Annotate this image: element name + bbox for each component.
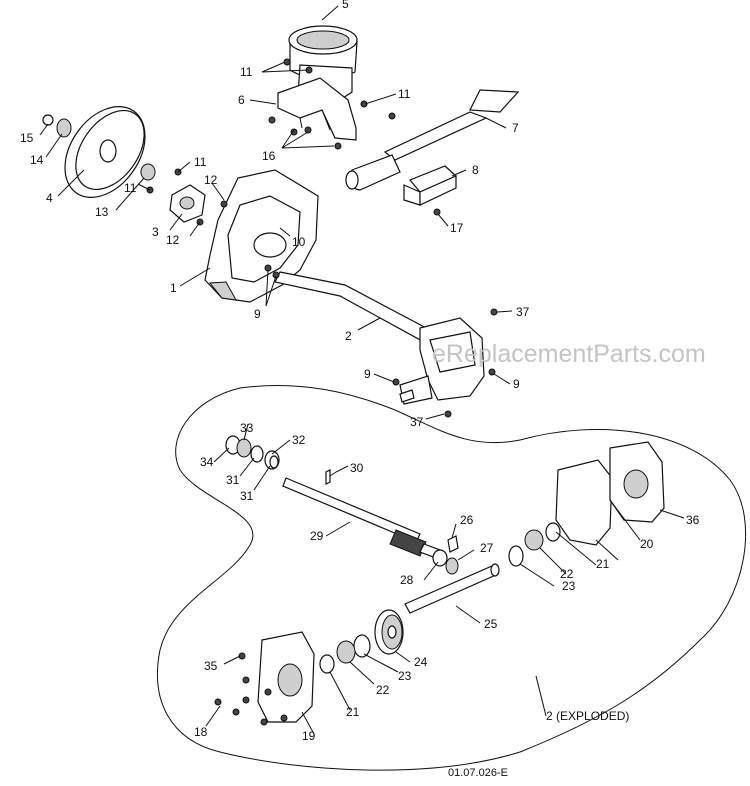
callout-17: 17 [450, 221, 464, 235]
callout-31: 31 [226, 473, 240, 487]
callout-29: 29 [310, 529, 324, 543]
callout-19: 19 [302, 729, 316, 743]
deflector-plate-part[interactable] [277, 77, 357, 141]
washer-28[interactable] [432, 549, 448, 567]
callout-21: 21 [346, 705, 360, 719]
washer-23a[interactable] [353, 634, 371, 658]
callout-11: 11 [240, 65, 253, 79]
callout-18: 18 [194, 725, 208, 739]
callout-22: 22 [376, 683, 390, 697]
output-shaft-part[interactable] [404, 563, 500, 614]
bearing-33[interactable] [236, 438, 252, 458]
key-26[interactable] [447, 535, 459, 553]
callout-32: 32 [292, 433, 306, 447]
callout-2: 2 [345, 329, 352, 343]
callout-9: 9 [254, 307, 261, 321]
gearbox-half-right[interactable] [609, 441, 665, 523]
callout-20: 20 [640, 537, 654, 551]
callout-11: 11 [398, 87, 411, 101]
nut-part[interactable] [42, 114, 54, 126]
callout-30: 30 [350, 461, 364, 475]
pin-30[interactable] [325, 469, 331, 485]
bushing-27[interactable] [445, 557, 459, 575]
callout-1: 1 [170, 281, 177, 295]
drawing-code: 01.07.026-E [448, 767, 508, 779]
gearbox-shaft-part[interactable] [274, 271, 485, 405]
callout-7: 7 [512, 121, 519, 135]
callout-15: 15 [20, 131, 34, 145]
callout-23: 23 [398, 669, 412, 683]
callout-28: 28 [400, 573, 414, 587]
bearing-flange-part[interactable] [169, 184, 206, 223]
callout-8: 8 [472, 163, 479, 177]
washer-23b[interactable] [508, 545, 524, 567]
callout-22: 22 [560, 567, 574, 581]
callout-37: 37 [410, 415, 424, 429]
callout-16: 16 [262, 149, 276, 163]
callout-24: 24 [414, 655, 428, 669]
pulley-part[interactable] [48, 92, 161, 213]
bushing-22b[interactable] [524, 529, 544, 551]
callout-11: 11 [124, 181, 137, 195]
callout-26: 26 [460, 513, 474, 527]
leader-lines [39, 5, 685, 735]
callout-labels: 5 11 11 6 7 8 17 15 14 4 13 11 11 12 3 1… [20, 0, 700, 779]
watermark-text: eReplacementParts.com [432, 340, 706, 368]
exploded-view-boundary [157, 384, 747, 771]
callout-3: 3 [152, 225, 159, 239]
gearbox-half-left[interactable] [257, 631, 315, 723]
callout-37: 37 [516, 305, 530, 319]
callout-13: 13 [95, 205, 109, 219]
callout-9: 9 [364, 367, 371, 381]
chute-crank-part[interactable] [345, 89, 520, 191]
callout-36: 36 [686, 513, 700, 527]
callout-11: 11 [194, 155, 207, 169]
exploded-label: 2 (EXPLODED) [546, 709, 629, 723]
gear-part[interactable] [374, 609, 404, 655]
callout-4: 4 [46, 191, 53, 205]
callout-23: 23 [562, 579, 576, 593]
callout-12: 12 [204, 173, 218, 187]
bushing-part[interactable] [140, 163, 156, 181]
callout-14: 14 [30, 153, 44, 167]
callout-9: 9 [513, 377, 520, 391]
callout-21: 21 [596, 557, 610, 571]
crank-bracket-part[interactable] [403, 165, 458, 206]
bushing-22a[interactable] [336, 640, 356, 664]
callout-27: 27 [480, 541, 494, 555]
housing-plate-part[interactable] [204, 169, 319, 303]
seal-21a[interactable] [319, 654, 335, 674]
callout-35: 35 [204, 659, 218, 673]
callout-25: 25 [484, 617, 498, 631]
worm-shaft-part[interactable] [282, 477, 441, 559]
callout-33: 33 [240, 421, 254, 435]
gasket-part[interactable] [555, 459, 613, 546]
callout-34: 34 [200, 455, 214, 469]
callout-6: 6 [238, 93, 245, 107]
seal-21b[interactable] [545, 522, 561, 542]
fastener-group-lower [214, 652, 288, 726]
callout-31: 31 [240, 489, 254, 503]
washer-31b[interactable] [269, 455, 279, 469]
callout-10: 10 [292, 235, 306, 249]
bearing-part[interactable] [56, 118, 72, 138]
callout-12: 12 [166, 233, 180, 247]
callout-5: 5 [342, 0, 349, 11]
